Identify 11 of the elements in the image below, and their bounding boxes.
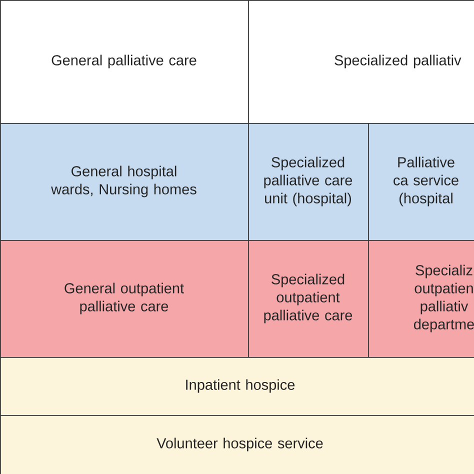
- care-setting-box: General palliative care: [0, 0, 249, 124]
- care-setting-box: Inpatient hospice: [0, 357, 474, 416]
- node-label: Inpatient hospice: [186, 379, 295, 393]
- care-setting-box: Specialized outpatient palliative care: [248, 240, 369, 358]
- node-label: Specializ outpatien palliativ departme: [414, 264, 474, 332]
- care-setting-box: Specialized palliativ: [248, 0, 474, 124]
- care-setting-box: Volunteer hospice service: [0, 415, 474, 474]
- care-setting-box: Specializ outpatien palliativ departme: [368, 240, 474, 358]
- node-label: Palliative ca service (hospital: [394, 156, 458, 206]
- care-setting-box: Specialized palliative care unit (hospital): [248, 123, 369, 241]
- care-setting-box: Palliative ca service (hospital: [368, 123, 474, 241]
